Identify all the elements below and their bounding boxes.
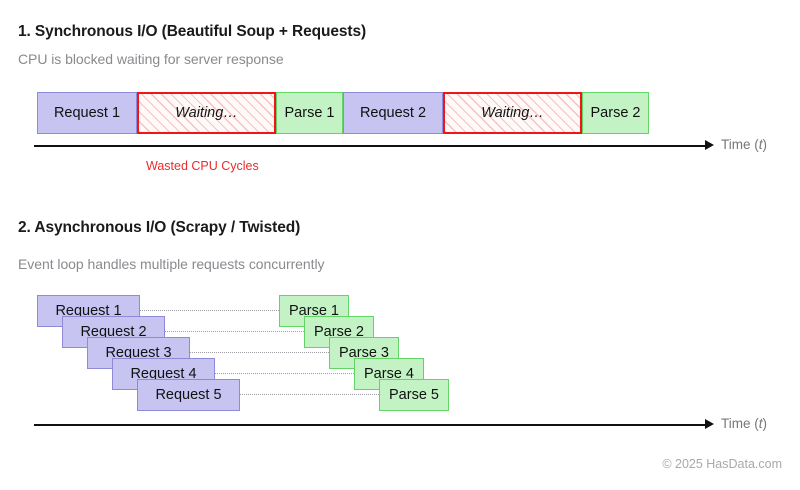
section-1-subtitle: CPU is blocked waiting for server respon… [18,51,284,67]
section-2-subtitle: Event loop handles multiple requests con… [18,256,325,272]
async-axis-label-var: t [758,416,763,431]
async-connector-3 [187,352,329,353]
async-block-request-3: Request 3 [87,337,190,369]
async-block-request-5: Request 5 [137,379,240,411]
async-time-axis-arrow-icon [705,419,714,429]
section-1-title: 1. Synchronous I/O (Beautiful Soup + Req… [18,23,367,40]
async-connector-4 [212,373,354,374]
sync-block-request-2: Request 2 [343,92,443,134]
async-connector-1 [137,310,279,311]
sync-block-parse-1: Parse 1 [276,92,343,134]
async-axis-label-text: Time ( [721,416,759,431]
wasted-cpu-cycles-label: Wasted CPU Cycles [146,159,259,173]
async-connector-5 [237,394,379,395]
sync-axis-label-close: ) [762,137,768,152]
sync-time-axis-label: Time (t) [721,137,767,152]
sync-axis-label-text: Time ( [721,137,759,152]
copyright-footer: © 2025 HasData.com [662,457,782,471]
sync-time-axis-line [34,145,706,147]
sync-block-waiting-1: Waiting… [137,92,276,134]
async-connector-2 [162,331,304,332]
async-axis-label-close: ) [762,416,768,431]
section-2-title: 2. Asynchronous I/O (Scrapy / Twisted) [18,219,301,236]
sync-time-axis-arrow-icon [705,140,714,150]
async-block-parse-5: Parse 5 [379,379,449,411]
sync-block-request-1: Request 1 [37,92,137,134]
sync-axis-label-var: t [758,137,763,152]
sync-block-waiting-2: Waiting… [443,92,582,134]
async-time-axis-line [34,424,706,426]
async-time-axis-label: Time (t) [721,416,767,431]
sync-block-parse-2: Parse 2 [582,92,649,134]
